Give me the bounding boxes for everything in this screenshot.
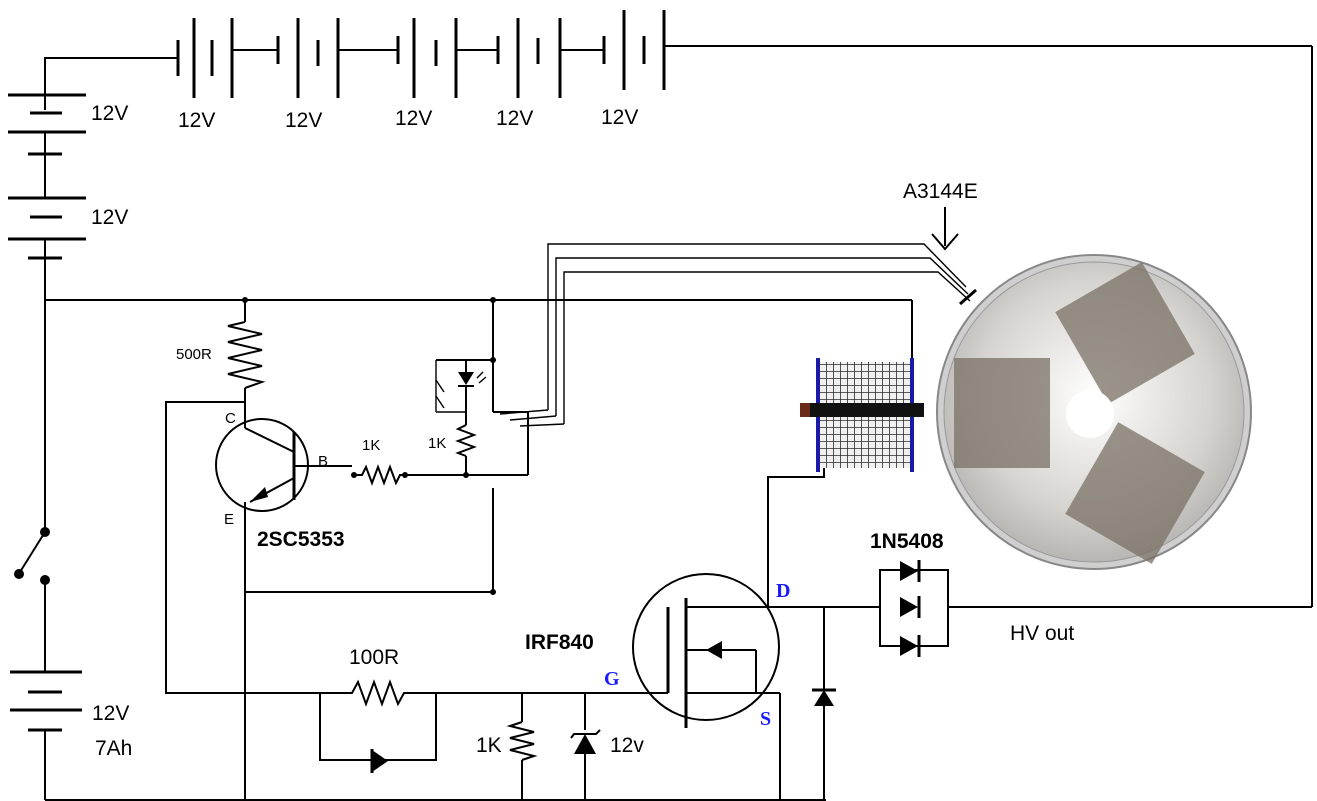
hall-sensor-leads xyxy=(499,243,977,427)
main-battery xyxy=(10,670,82,800)
resistor-1k-pulldown-label: 1K xyxy=(476,734,502,757)
top-cell-2-label: 12V xyxy=(285,109,322,132)
top-battery-string xyxy=(44,10,1313,607)
hv-diode-bank xyxy=(879,560,1312,657)
resistor-1k-base xyxy=(351,464,528,486)
drain-wiring xyxy=(767,468,880,800)
transistor-pin-b-label: B xyxy=(318,453,328,470)
gate-resistor-network xyxy=(319,679,612,773)
resistor-500r-label: 500R xyxy=(176,346,212,363)
mosfet-pin-d-label: D xyxy=(776,580,790,602)
resistor-1k-base-label: 1K xyxy=(362,437,380,454)
zener-label: 12v xyxy=(610,734,644,757)
top-cell-5-label: 12V xyxy=(601,106,638,129)
rotor-magnet-left xyxy=(954,358,1050,468)
gate-pulldown xyxy=(506,693,601,800)
main-battery-voltage-label: 12V xyxy=(92,702,129,725)
hall-sensor-arrow-icon xyxy=(931,207,959,251)
mosfet-part-label: IRF840 xyxy=(525,631,594,654)
left-cell-2-label: 12V xyxy=(91,206,128,229)
collector-feedback-wire xyxy=(165,401,345,694)
hv-output-label: HV out xyxy=(1010,622,1074,645)
main-battery-capacity-label: 7Ah xyxy=(95,737,132,760)
power-switch[interactable] xyxy=(14,527,50,672)
rotor-magnet-top xyxy=(1055,262,1195,404)
transistor-2sc5353 xyxy=(215,418,352,800)
hall-led-network xyxy=(435,300,529,592)
left-battery-stack xyxy=(8,93,86,532)
top-cell-1-label: 12V xyxy=(178,109,215,132)
mosfet-pin-s-label: S xyxy=(760,708,771,730)
mosfet-irf840 xyxy=(612,573,781,800)
left-cell-1-label: 12V xyxy=(91,102,128,125)
transistor-part-label: 2SC5353 xyxy=(257,528,345,551)
hall-sensor-label: A3144E xyxy=(903,180,978,203)
resistor-100r-label: 100R xyxy=(349,646,399,669)
transistor-pin-c-label: C xyxy=(225,410,236,427)
transistor-pin-e-label: E xyxy=(224,511,234,528)
rotor-disc xyxy=(936,254,1252,570)
coil xyxy=(800,358,924,472)
mosfet-pin-g-label: G xyxy=(604,668,620,690)
resistor-1k-led-label: 1K xyxy=(428,435,446,452)
resistor-500r xyxy=(227,300,266,428)
rotor-magnet-bottom xyxy=(1065,422,1205,564)
top-cell-4-label: 12V xyxy=(496,107,533,130)
diode-bank-label: 1N5408 xyxy=(870,530,944,553)
top-cell-3-label: 12V xyxy=(395,107,432,130)
